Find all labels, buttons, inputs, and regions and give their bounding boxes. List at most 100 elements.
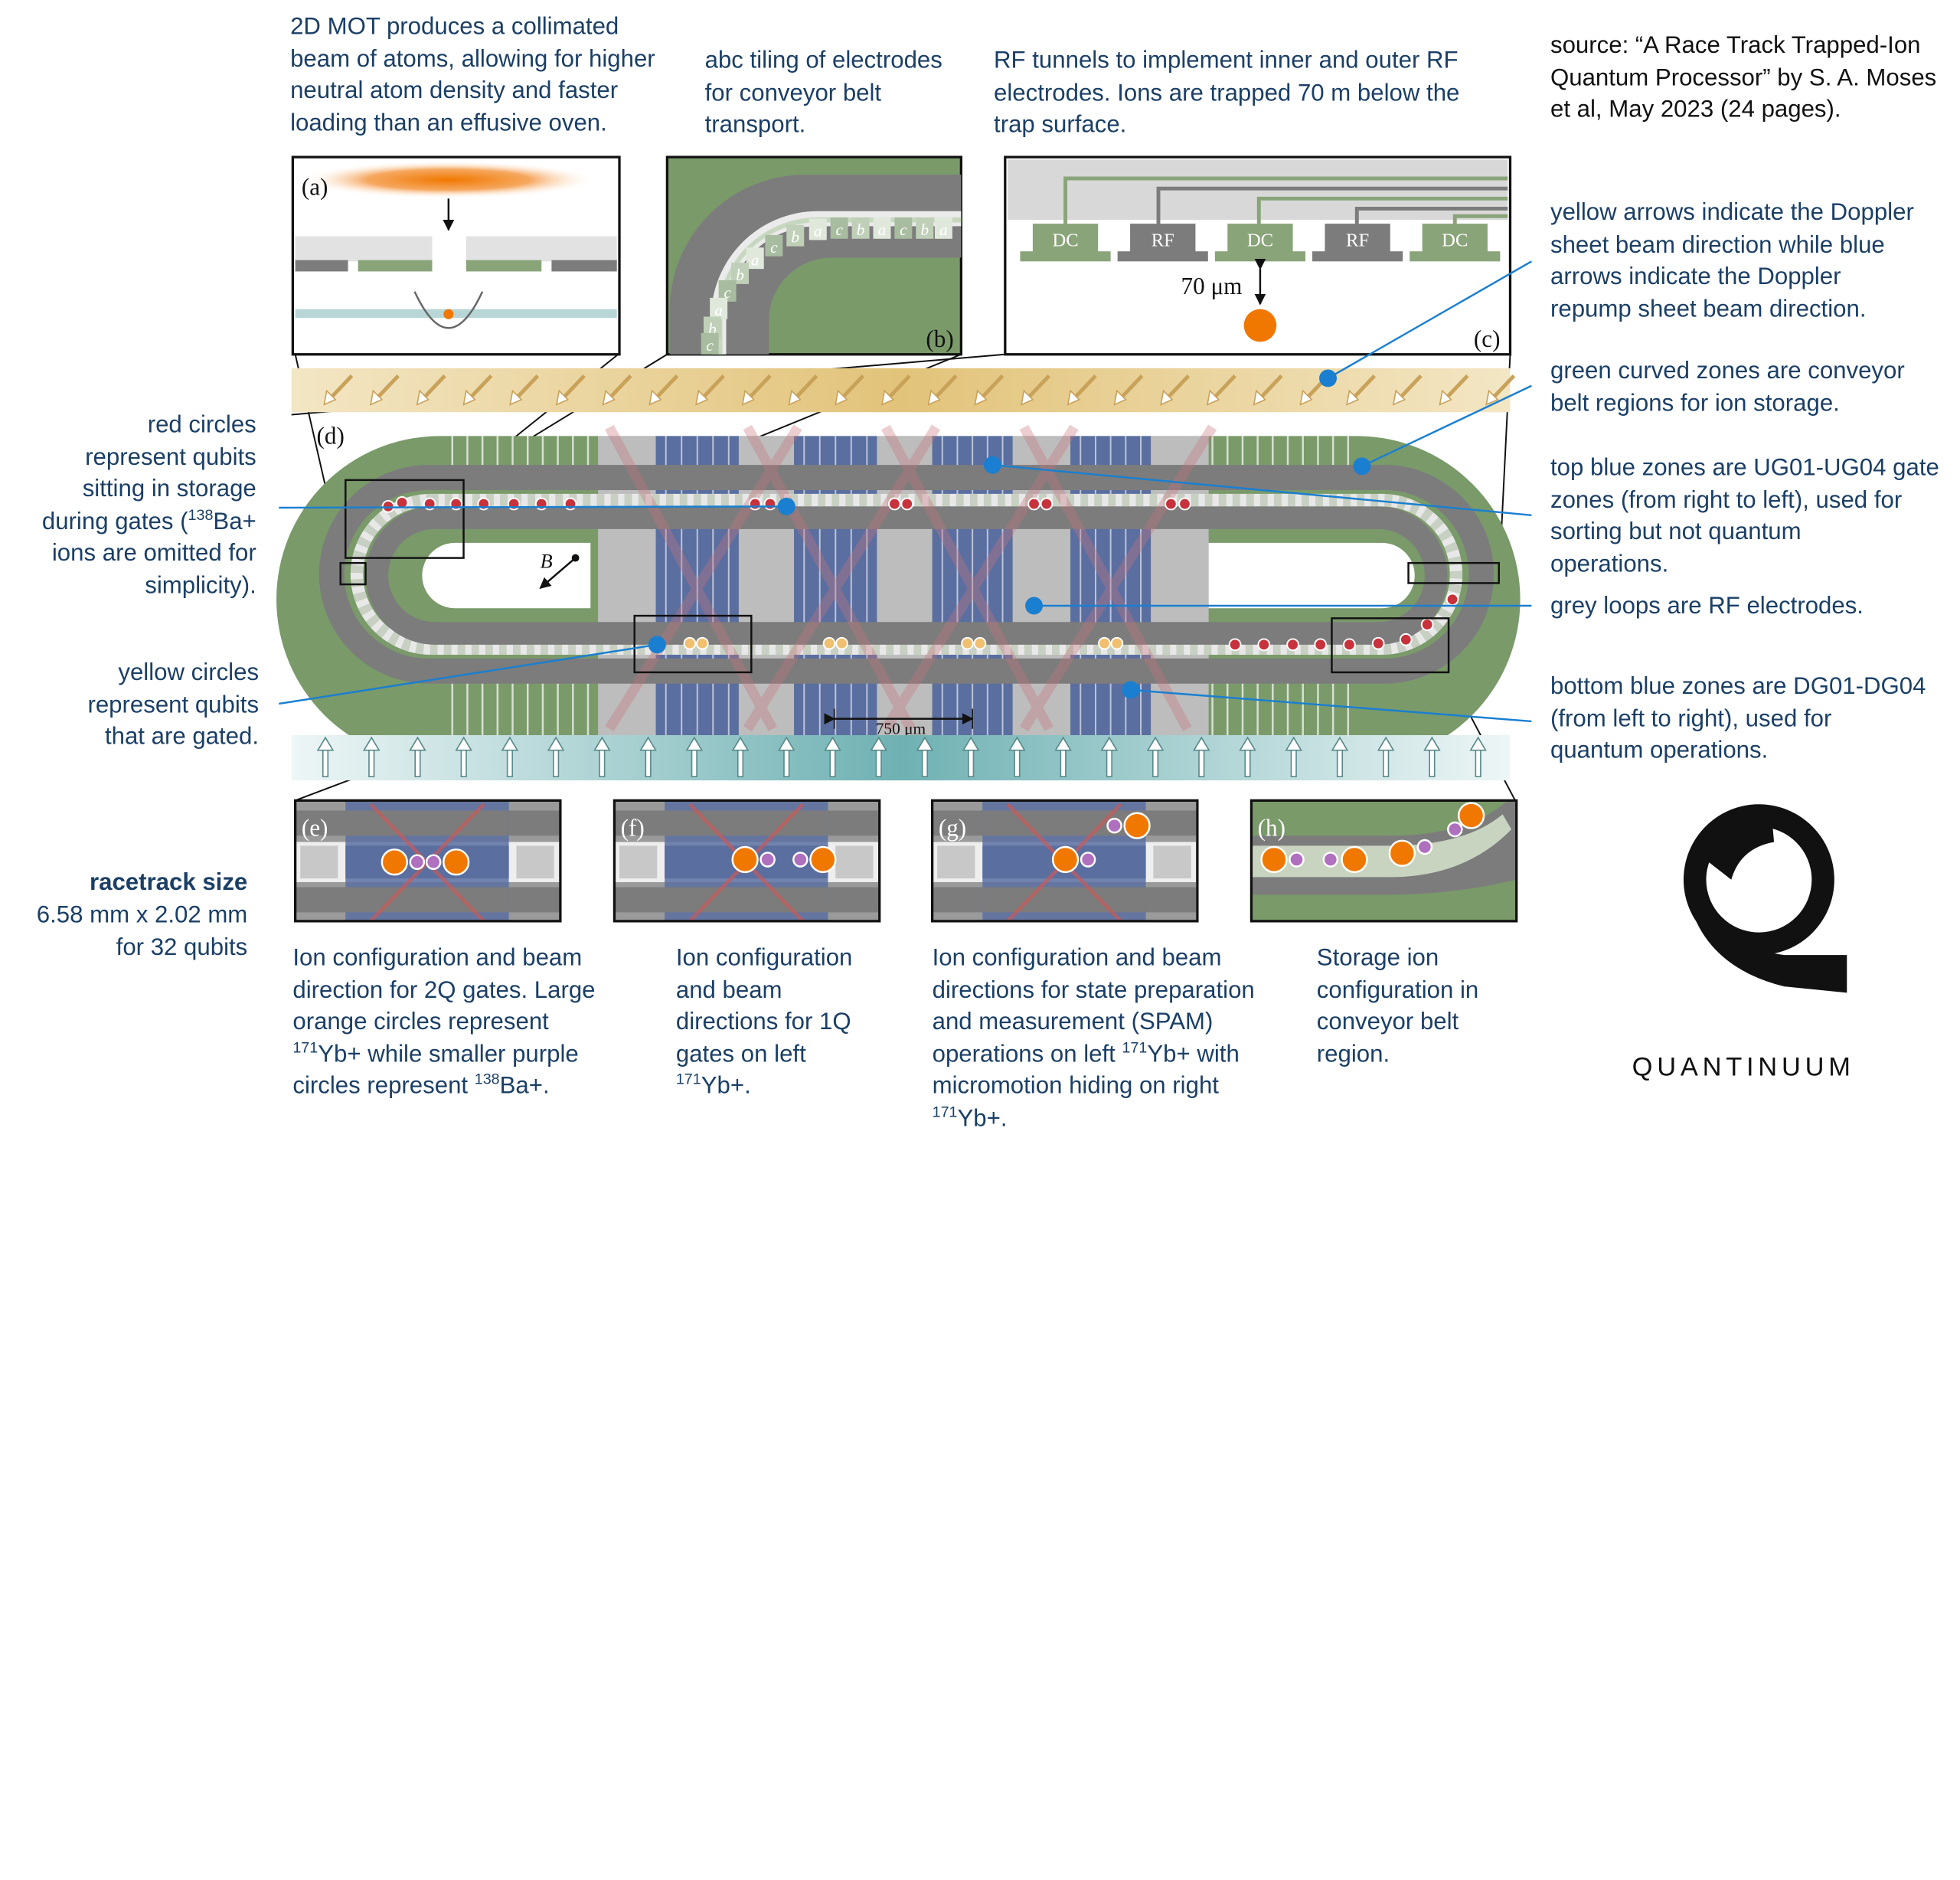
storage-qubit bbox=[1165, 497, 1178, 511]
storage-qubit bbox=[888, 497, 901, 511]
panel-label-g: (g) bbox=[939, 814, 966, 841]
caption-g: Ion configuration and beam directions fo… bbox=[932, 945, 1255, 1132]
yb-ion bbox=[1457, 802, 1485, 829]
repump-arrow bbox=[1054, 736, 1072, 777]
electrode-label: DC bbox=[1052, 231, 1078, 251]
repump-arrow bbox=[870, 736, 888, 777]
ba-ion bbox=[792, 852, 808, 868]
repump-arrow bbox=[1146, 736, 1165, 777]
repump-arrow bbox=[501, 736, 519, 777]
panel-label-e: (e) bbox=[302, 814, 328, 841]
repump-arrow bbox=[455, 736, 472, 777]
repump-arrow bbox=[1377, 736, 1395, 777]
yb-ion bbox=[1341, 845, 1368, 874]
doppler-arrow bbox=[555, 374, 586, 406]
doppler-arrow bbox=[1206, 374, 1236, 406]
abc-letter: b bbox=[791, 228, 799, 247]
repump-arrow bbox=[316, 736, 335, 777]
gated-qubit bbox=[961, 636, 974, 650]
ba-ion bbox=[1447, 821, 1463, 838]
caption-e: Ion configuration and beam direction for… bbox=[292, 945, 596, 1100]
doppler-arrow bbox=[741, 374, 772, 406]
yb-ion bbox=[1051, 845, 1080, 874]
storage-qubit bbox=[1343, 638, 1356, 652]
doppler-beam-band bbox=[291, 368, 1516, 413]
gated-qubit bbox=[1110, 636, 1124, 650]
abc-letter: c bbox=[724, 283, 731, 302]
annotation-bottom-blue: bottom blue zones are DG01-DG04 (from le… bbox=[1550, 673, 1926, 764]
repump-arrow bbox=[1331, 736, 1349, 777]
repump-arrow bbox=[824, 736, 841, 777]
racetrack-size-title: racetrack size bbox=[89, 869, 248, 897]
storage-qubit bbox=[1371, 636, 1385, 650]
doppler-arrow bbox=[648, 374, 679, 406]
ba-ion bbox=[425, 854, 442, 870]
yb-ion bbox=[1388, 839, 1416, 867]
panel-h: (h) bbox=[1250, 799, 1518, 923]
abc-letter: b bbox=[708, 320, 717, 338]
doppler-arrow bbox=[880, 374, 911, 406]
doppler-arrow bbox=[323, 374, 354, 406]
storage-qubit bbox=[1257, 638, 1271, 652]
ba-ion bbox=[760, 852, 776, 868]
doppler-arrow bbox=[1113, 374, 1144, 406]
yb-ion bbox=[381, 848, 408, 876]
ba-ion bbox=[409, 854, 426, 870]
electrode-dc: DC bbox=[1410, 224, 1501, 262]
zone-column bbox=[1151, 436, 1209, 763]
distance-label: 70 μm bbox=[1181, 273, 1243, 299]
field-label: B bbox=[541, 551, 553, 573]
repump-arrow bbox=[1239, 736, 1256, 777]
ba-ion bbox=[1322, 852, 1339, 868]
brand-wordmark: QUANTINUUM bbox=[1632, 1053, 1855, 1082]
repump-arrow bbox=[593, 736, 611, 777]
repump-beam-band bbox=[291, 734, 1511, 781]
doppler-arrow bbox=[416, 374, 446, 406]
quantinuum-logo bbox=[1683, 804, 1847, 993]
annotation-red-circles: red circles represent qubits sitting in … bbox=[41, 412, 256, 599]
storage-qubit bbox=[1228, 638, 1242, 652]
callout-lines bbox=[279, 260, 1532, 723]
gated-qubit bbox=[835, 636, 848, 650]
yb-ion bbox=[809, 845, 837, 874]
electrode-label: RF bbox=[1152, 231, 1174, 251]
panel-f: (f) bbox=[612, 799, 881, 923]
panel-label-a: (a) bbox=[302, 173, 328, 200]
abc-letter: b bbox=[920, 221, 929, 239]
electrode-dc: DC bbox=[1020, 224, 1111, 262]
gated-qubit bbox=[695, 636, 709, 650]
doppler-arrow bbox=[1392, 374, 1423, 406]
electrode-label: DC bbox=[1442, 231, 1468, 251]
zone-column bbox=[598, 436, 656, 763]
abc-letter: a bbox=[814, 222, 822, 240]
doppler-arrow bbox=[1067, 374, 1097, 406]
repump-arrow bbox=[731, 736, 750, 777]
ba-ion bbox=[1080, 852, 1096, 868]
doppler-arrow bbox=[462, 374, 493, 406]
yb-ion bbox=[1123, 812, 1151, 839]
doppler-arrow bbox=[695, 374, 726, 406]
storage-qubit bbox=[381, 499, 395, 513]
abc-letter: a bbox=[714, 301, 723, 319]
electrode-label: RF bbox=[1346, 231, 1369, 251]
storage-qubit bbox=[763, 497, 777, 511]
panel-label-f: (f) bbox=[621, 814, 645, 841]
electrode-dc: DC bbox=[1214, 224, 1305, 262]
repump-arrow bbox=[916, 736, 934, 777]
abc-letter: c bbox=[770, 238, 778, 257]
annotation-grey-loops: grey loops are RF electrodes. bbox=[1550, 593, 1864, 620]
panel-label-c: (c) bbox=[1474, 325, 1501, 352]
electrode-rf: RF bbox=[1117, 224, 1208, 262]
storage-qubit bbox=[1446, 593, 1459, 607]
gated-qubit bbox=[973, 636, 987, 650]
gated-qubit bbox=[683, 636, 697, 650]
zone-column bbox=[1012, 436, 1071, 763]
ba-ion bbox=[1106, 817, 1122, 834]
abc-letter: b bbox=[736, 266, 744, 284]
panel-e: (e) bbox=[293, 799, 562, 923]
doppler-arrow bbox=[927, 374, 958, 406]
panel-a-mot: (a) bbox=[291, 155, 621, 356]
electrode-label: DC bbox=[1247, 231, 1273, 251]
